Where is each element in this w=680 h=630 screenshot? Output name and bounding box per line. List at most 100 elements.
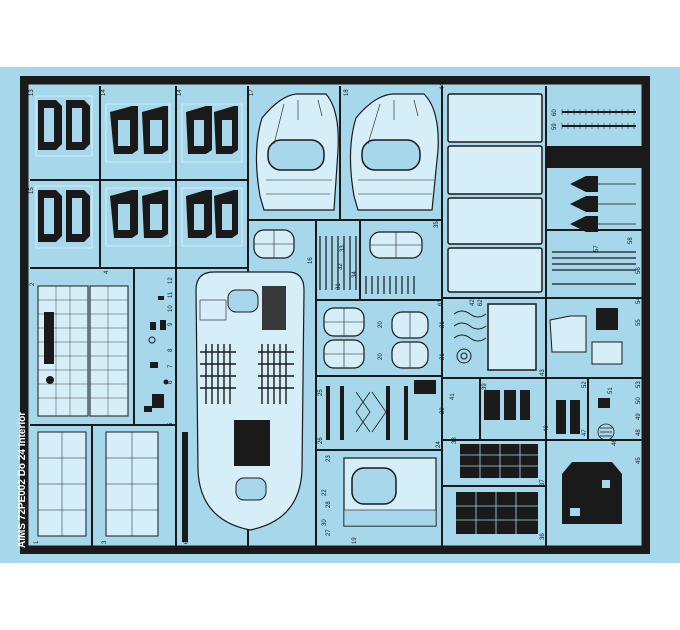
part-label-18: 18: [344, 89, 350, 96]
rail-parts-59-60: [562, 111, 636, 127]
bulkhead-part: [255, 93, 439, 211]
part-label-8: 8: [168, 348, 174, 352]
part-label-32: 32: [338, 263, 344, 270]
part-label-35: 35: [434, 221, 440, 228]
part-label-20a: 20: [378, 321, 384, 328]
part-label-40: 40: [544, 425, 550, 432]
part-label-12: 12: [168, 277, 174, 284]
part-label-54: 54: [636, 297, 642, 304]
part-label-61: 61: [438, 299, 444, 306]
part-label-20b: 20: [378, 353, 384, 360]
floor-plate-grid: [200, 344, 294, 404]
hatch-part-41: [453, 310, 487, 364]
part-label-23: 23: [326, 455, 332, 462]
seat-frame-part: [38, 100, 238, 242]
fret-frame: [20, 76, 650, 554]
part-label-31: 31: [336, 283, 342, 290]
part-label-11: 11: [168, 291, 174, 298]
part-label-56: 56: [636, 267, 642, 274]
part-label-62: 62: [478, 299, 484, 306]
tray-part-36-grid: [456, 492, 538, 534]
part-label-36: 36: [540, 533, 546, 540]
window-frame-bars: [254, 230, 422, 368]
part-label-27: 27: [326, 529, 332, 536]
part-label-33: 33: [340, 245, 346, 252]
part-label-34: 34: [352, 271, 358, 278]
rail-ticks: [561, 109, 635, 129]
part-label-16: 16: [308, 257, 314, 264]
strip-parts-31-34: [319, 236, 415, 294]
part-label-51: 51: [608, 387, 614, 394]
part-label-9: 9: [168, 322, 174, 326]
part-label-38: 38: [452, 437, 458, 444]
part-label-13: 13: [29, 89, 35, 96]
part-label-55: 55: [636, 319, 642, 326]
part-label-49: 49: [636, 413, 642, 420]
part-label-47: 47: [582, 429, 588, 436]
small-parts-column: [144, 296, 188, 542]
part-label-53: 53: [636, 381, 642, 388]
part-label-52: 52: [582, 381, 588, 388]
panel-part-44: [447, 93, 543, 293]
part-label-28: 28: [326, 501, 332, 508]
part-label-21a: 21: [440, 321, 446, 328]
part-number-labels: 13 15 14 14 17 18 44 60 59 58 57 56 2 4 …: [29, 83, 642, 544]
rack-cross: [355, 391, 387, 433]
bulkhead-part-19: [343, 457, 437, 527]
bottom-panel-grid: [38, 432, 158, 536]
part-label-42: 42: [470, 299, 476, 306]
part-label-21b: 21: [440, 353, 446, 360]
seat-frame-outline: [35, 95, 243, 249]
floor-panel-grid: [38, 286, 128, 416]
seat-part-54: [549, 308, 623, 365]
part-label-10: 10: [168, 305, 174, 312]
tray-part-36: [456, 492, 538, 534]
box-parts-39-40: [484, 390, 610, 434]
part-label-4: 4: [104, 270, 110, 274]
part-label-5: 5: [168, 422, 174, 426]
part-label-15: 15: [29, 187, 35, 194]
part-label-25: 25: [318, 389, 324, 396]
fret-frame-inner: [27, 83, 643, 547]
part-label-58: 58: [628, 237, 634, 244]
part-label-17: 17: [249, 89, 255, 96]
fret-title: AIMS 72PE002 Do 24 Interior: [17, 412, 28, 548]
part-label-7: 7: [168, 364, 174, 368]
part-label-22: 22: [322, 489, 328, 496]
part-label-48: 48: [636, 429, 642, 436]
bulkhead-detail-lines: [266, 99, 434, 195]
part-label-1: 1: [34, 540, 40, 544]
panel-part-42: [487, 303, 537, 371]
rack-parts-25-26: [326, 386, 408, 440]
floor-plate-part: [195, 271, 305, 531]
part-label-19: 19: [352, 537, 358, 544]
part-label-50: 50: [636, 397, 642, 404]
part-label-24: 24: [436, 441, 442, 448]
tray-grid: [460, 444, 538, 478]
box-part-45: [562, 462, 622, 524]
part-label-2: 2: [30, 282, 36, 286]
part-label-37: 37: [540, 479, 546, 486]
part-label-6: 6: [168, 380, 174, 384]
part-label-14a: 14: [101, 89, 107, 96]
part-label-45: 45: [636, 457, 642, 464]
pointer-parts-58: [570, 176, 598, 232]
floor-panel-left: [37, 285, 129, 417]
instrument-panel-part: [414, 380, 436, 394]
part-label-14b: 14: [177, 89, 183, 96]
pointer-parts-sprue: [598, 183, 636, 225]
part-label-29: 29: [440, 407, 446, 414]
part-label-57: 57: [594, 245, 600, 252]
part-label-41: 41: [450, 393, 456, 400]
part-label-44: 44: [440, 83, 446, 90]
part-label-63: 63: [184, 537, 190, 544]
tray-part-38: [460, 444, 538, 478]
part-label-3: 3: [102, 540, 108, 544]
part-label-59: 59: [552, 123, 558, 130]
part-label-39: 39: [482, 383, 488, 390]
rod-parts-56-57: [552, 251, 636, 285]
part-label-60: 60: [552, 109, 558, 116]
grille-part-48: [597, 423, 615, 441]
part-label-30: 30: [322, 519, 328, 526]
